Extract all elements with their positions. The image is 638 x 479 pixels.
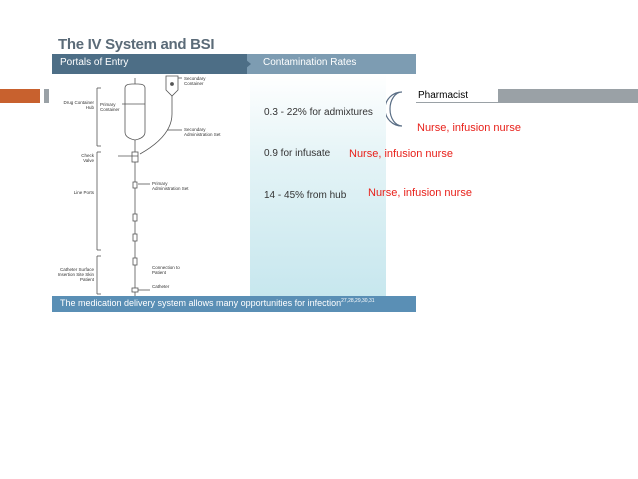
line-port-2 [132,233,138,242]
label-primary-admin-set: Primary Administration Set [152,181,189,191]
label-catheter-surface: Catheter Surface Insertion Site Skin Pat… [57,267,94,282]
connection-hub [131,287,139,293]
secondary-container-bag [165,75,179,97]
label-drug-container-hub: Drug Container Hub [63,100,94,110]
line-port-1 [132,213,138,222]
rate-infusate: 0.9 for infusate [264,148,331,159]
label-primary-container: Primary Container [100,102,120,112]
annotation-nurse-2: Nurse, infusion nurse [349,148,453,160]
rate-hub: 14 - 45% from hub [264,190,347,201]
primary-container-bag [124,83,146,141]
footer-text: The medication delivery system allows ma… [60,298,342,308]
footer-caption: The medication delivery system allows ma… [60,298,375,308]
annotation-nurse-1: Nurse, infusion nurse [417,122,521,134]
label-connection-to-patient: Connection to Patient [152,265,180,275]
iv-system-figure: The IV System and BSI Portals of Entry C… [52,30,416,312]
label-catheter: Catheter [152,284,170,289]
pharmacist-label: Pharmacist [415,89,498,102]
header-portals-of-entry: Portals of Entry [60,57,129,68]
line-port-3 [132,257,138,266]
drip-chamber [131,151,139,163]
rate-admixtures: 0.3 - 22% for admixtures [264,107,373,118]
label-check-valve: Check Valve [81,153,94,163]
figure-header: Portals of Entry Contamination Rates [52,54,416,74]
iv-diagram [96,75,182,296]
footer-references: 27,28,29,30,31 [341,298,375,304]
secondary-tubing [139,96,173,155]
header-contamination-rates: Contamination Rates [263,57,357,68]
label-secondary-admin-set: Secondary Administration Set [184,127,221,137]
header-arrow [239,54,251,74]
label-line-ports: Line Ports [73,190,94,195]
rates-panel [250,74,386,296]
crescent-icon [386,91,403,127]
slide-accent-bar [0,89,40,103]
slide-accent-square [44,89,49,103]
annotation-nurse-3: Nurse, infusion nurse [368,187,472,199]
figure-footer: The medication delivery system allows ma… [52,296,416,312]
figure-title: The IV System and BSI [58,36,215,53]
header-right-band: Contamination Rates [247,54,416,74]
label-secondary-container: Secondary Container [184,76,206,86]
header-left-band: Portals of Entry [52,54,252,74]
